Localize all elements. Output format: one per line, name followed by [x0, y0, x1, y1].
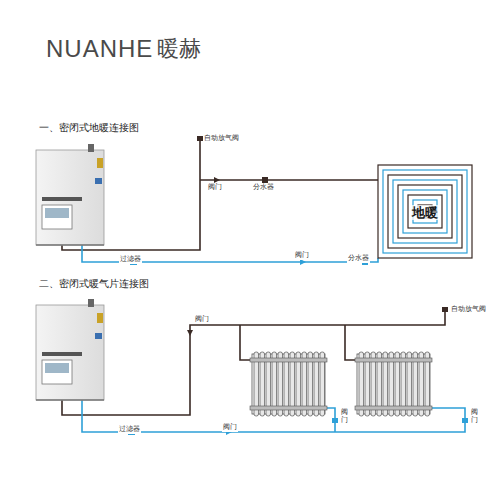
- coil-loop: [393, 180, 457, 243]
- supply-pipe: [200, 179, 378, 181]
- boiler-housing: [36, 150, 104, 245]
- valve-symbol: [332, 418, 338, 423]
- radiator-header: [355, 406, 432, 410]
- part-label: 阀门: [194, 316, 210, 324]
- coil-loop: [388, 175, 462, 248]
- coil-loop: [398, 185, 452, 238]
- part-label: 分水器: [347, 255, 370, 263]
- floor-coil: [378, 165, 472, 258]
- supply-pipe: [240, 325, 252, 360]
- boiler-fitting: [88, 144, 94, 152]
- boiler-badge: [42, 197, 82, 201]
- section-title: 二、密闭式暖气片连接图: [38, 278, 150, 289]
- part-label: 过滤器: [118, 426, 141, 434]
- boiler-panel: [42, 205, 72, 229]
- coil-loop: [378, 165, 472, 258]
- part-label: 分水器: [252, 184, 275, 192]
- boiler-housing: [36, 305, 104, 400]
- logo-text: 暖赫: [156, 37, 202, 61]
- boiler-panel: [42, 360, 72, 384]
- logo-text: NUANHE: [45, 36, 154, 62]
- boiler-fitting: [88, 299, 94, 307]
- boiler-fitting: [97, 158, 103, 168]
- radiator-header: [250, 406, 327, 410]
- part-label: 过滤器: [119, 256, 142, 264]
- part-label: 自动放气阀: [203, 135, 240, 143]
- coil-loop: [383, 170, 467, 253]
- radiators: [250, 352, 432, 416]
- boiler-fitting: [97, 313, 103, 323]
- boilers: [36, 144, 104, 400]
- area-label: 地暖: [410, 205, 440, 221]
- part-label: 阀门: [294, 252, 310, 260]
- boiler-base: [36, 399, 104, 401]
- boiler-fitting: [95, 333, 102, 339]
- coil-loop: [403, 190, 447, 233]
- boiler-display: [45, 208, 69, 218]
- supply-pipe: [345, 325, 357, 360]
- valve-symbol: [187, 330, 193, 336]
- manifold-symbol: [262, 177, 268, 183]
- coil-loop: [408, 195, 442, 228]
- boiler-base: [36, 244, 104, 246]
- radiator-header: [355, 358, 432, 362]
- floor-heating-area: 地暖: [410, 202, 440, 221]
- valve-symbol: [214, 177, 220, 183]
- part-label: 阀门: [340, 409, 349, 424]
- boiler-display: [45, 363, 69, 373]
- section-title: 一、密闭式地暖连接图: [38, 122, 140, 133]
- part-label: 阀门: [222, 424, 238, 432]
- vent-symbol: [442, 307, 448, 312]
- valve-symbol: [462, 418, 468, 423]
- valve-symbol: [300, 259, 306, 265]
- radiator-header: [250, 358, 327, 362]
- part-label: 阀门: [207, 184, 223, 192]
- boiler-badge: [42, 352, 82, 356]
- part-label: 自动放气阀: [450, 306, 487, 314]
- part-label: 阀门: [470, 409, 479, 424]
- boiler-fitting: [95, 178, 102, 184]
- supply-pipe: [62, 312, 445, 415]
